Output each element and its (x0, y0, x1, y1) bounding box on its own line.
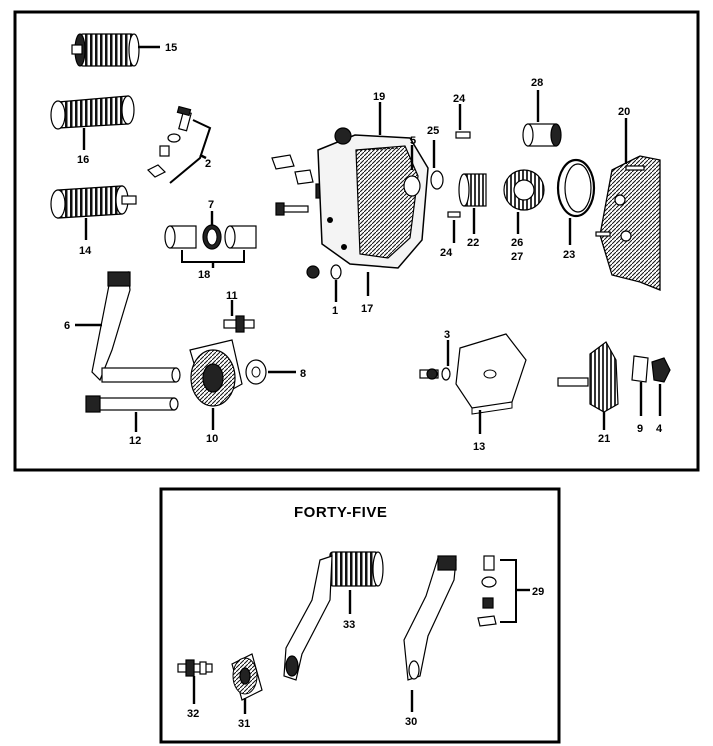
part-16-footboard-rubber (50, 95, 135, 130)
callout-33: 33 (343, 619, 355, 631)
part-12-shaft (85, 395, 179, 413)
callout-25: 25 (427, 125, 439, 137)
callout-24a: 24 (453, 93, 466, 105)
callout-1: 1 (332, 305, 338, 317)
callout-5: 5 (410, 135, 416, 147)
part-31-housing (231, 653, 263, 701)
part-23-snap-ring (556, 158, 596, 218)
callout-31: 31 (238, 718, 250, 730)
callout-22: 22 (467, 237, 479, 249)
callout-2: 2 (205, 158, 211, 170)
part-33-pedal-arm (283, 551, 384, 681)
part-32-bolt (177, 659, 213, 677)
callout-18: 18 (198, 269, 210, 281)
callout-26: 26 (511, 237, 523, 249)
timing-cover-assembly (317, 127, 429, 269)
callout-23: 23 (563, 249, 575, 261)
callout-9: 9 (637, 423, 643, 435)
callout-6: 6 (64, 320, 70, 332)
callout-labels: 1 2 3 4 5 6 7 8 9 10 11 12 13 14 15 16 1… (64, 42, 663, 730)
callout-27: 27 (511, 251, 523, 263)
part-3-bolt (419, 367, 451, 381)
part-9-lock-plate (631, 355, 649, 383)
callout-8: 8 (300, 368, 306, 380)
callout-4: 4 (656, 423, 663, 435)
part-8-washer (245, 359, 267, 385)
part-4-nut (651, 357, 671, 383)
part-1-nut-washer (306, 264, 342, 280)
part-13-cover (455, 333, 527, 415)
callout-7: 7 (208, 199, 214, 211)
callout-28: 28 (531, 77, 543, 89)
part-18-bushing-set (164, 224, 257, 263)
part-24-25-key-washer (430, 131, 471, 218)
part-22-gear (458, 173, 487, 207)
part-2-bolt-kit (146, 105, 212, 184)
forty-five-inset-frame (159, 487, 561, 744)
callout-16: 16 (77, 154, 89, 166)
callout-12: 12 (129, 435, 141, 447)
callout-21: 21 (598, 433, 610, 445)
callout-30: 30 (405, 716, 417, 728)
callout-10: 10 (206, 433, 218, 445)
main-diagram-frame (13, 10, 700, 472)
part-29-hardware-kit (477, 555, 517, 627)
part-11-bolt (223, 315, 255, 333)
part-20-crankcase (595, 155, 661, 291)
callout-20: 20 (618, 106, 630, 118)
callout-14: 14 (79, 245, 92, 257)
callout-11: 11 (226, 290, 238, 302)
part-30-arm (403, 555, 457, 681)
part-21-sprocket (557, 341, 619, 413)
callout-19: 19 (373, 91, 385, 103)
callout-24b: 24 (440, 247, 453, 259)
callout-3: 3 (444, 329, 450, 341)
callout-13: 13 (473, 441, 485, 453)
part-10-spring-housing (189, 339, 243, 407)
callout-17: 17 (361, 303, 373, 315)
part-6-kick-lever (91, 271, 181, 383)
part-26-27-gear (503, 169, 545, 211)
callout-29: 29 (532, 586, 544, 598)
part-15-pedal-rubber (71, 33, 140, 67)
part-14-footrest-rubber (50, 185, 137, 219)
callout-15: 15 (165, 42, 177, 54)
part-28-bearing (522, 123, 562, 147)
inset-title: FORTY-FIVE (294, 504, 387, 521)
callout-32: 32 (187, 708, 199, 720)
